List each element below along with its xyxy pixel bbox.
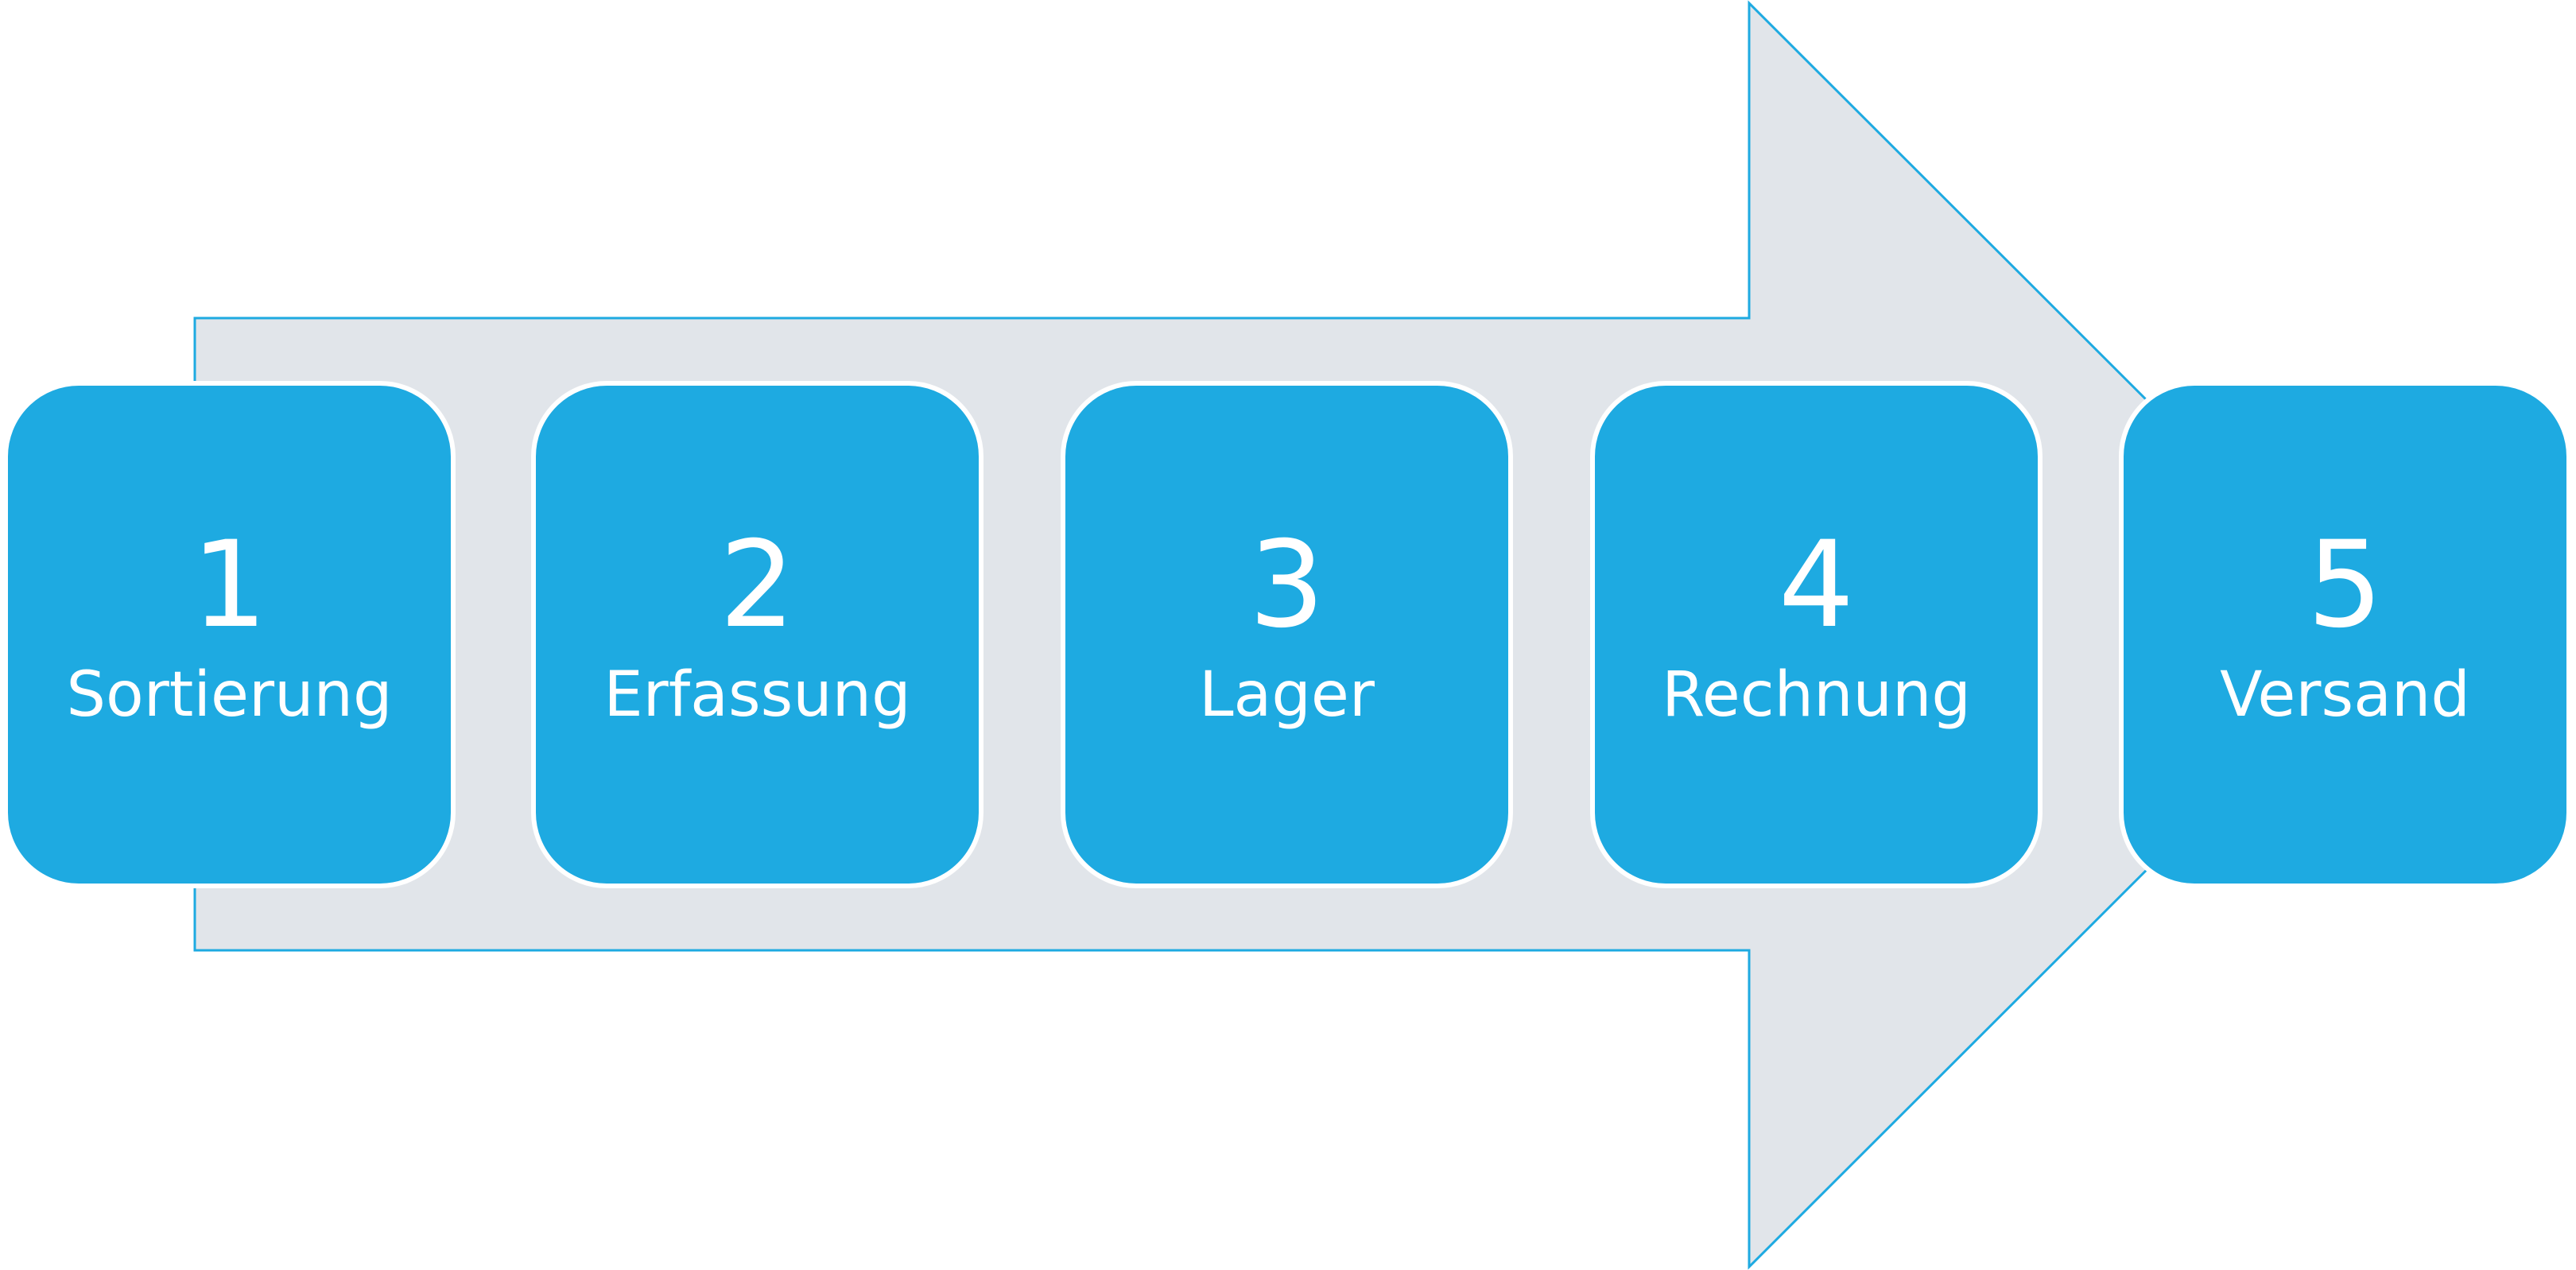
step-box-4: 4 Rechnung	[1590, 381, 2043, 888]
step-box-2: 2 Erfassung	[531, 381, 983, 888]
step-box-3: 3 Lager	[1061, 381, 1513, 888]
step-number-3: 3	[1248, 516, 1325, 654]
step-box-1: 1 Sortierung	[3, 381, 456, 888]
step-label-versand: Versand	[2220, 659, 2470, 731]
step-label-sortierung: Sortierung	[66, 659, 393, 731]
step-label-rechnung: Rechnung	[1662, 659, 1971, 731]
step-label-lager: Lager	[1199, 659, 1375, 731]
step-number-1: 1	[191, 516, 268, 654]
step-number-5: 5	[2306, 516, 2384, 654]
step-number-2: 2	[719, 516, 796, 654]
step-label-erfassung: Erfassung	[603, 659, 911, 731]
step-box-5: 5 Versand	[2119, 381, 2571, 888]
step-number-4: 4	[1778, 516, 1855, 654]
